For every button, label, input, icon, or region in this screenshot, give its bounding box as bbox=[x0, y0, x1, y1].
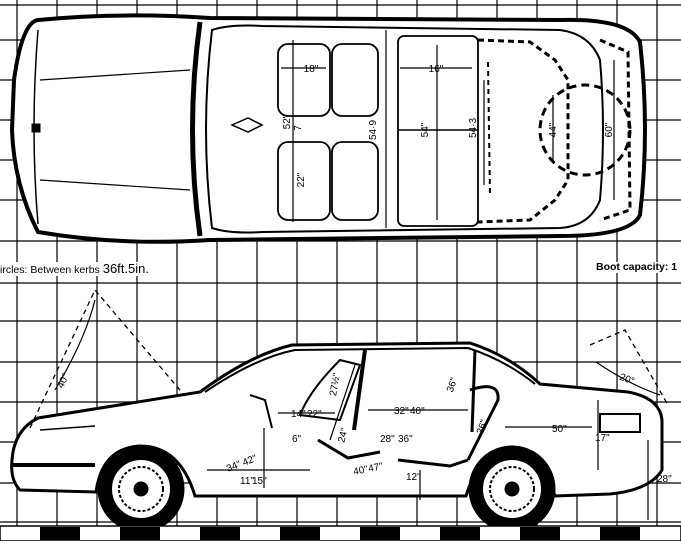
dim-rear-seat-height: 12" bbox=[406, 472, 421, 483]
dim-boot-sill: 17" bbox=[595, 433, 610, 444]
dim-front-back: 24" bbox=[336, 426, 351, 443]
dim-rear-knee-b: 36" bbox=[398, 434, 413, 445]
dim-seat-height-a: 11" bbox=[240, 476, 254, 487]
dim-front-leg-a: 14" bbox=[291, 409, 306, 420]
dim-cabin-width-front: 54·9 bbox=[368, 120, 379, 140]
top-view-car bbox=[9, 13, 647, 244]
dim-rear-leg-b: 40" bbox=[410, 406, 425, 417]
dim-rear-knee-a: 28" bbox=[380, 434, 395, 445]
turning-circle-value: 36ft.5in. bbox=[102, 261, 149, 276]
turning-circle-label: ircles: Between kerbs 36ft.5in. bbox=[0, 262, 149, 276]
dim-pedal-b: 42" bbox=[241, 453, 259, 469]
dim-boot-angle: 20° bbox=[618, 372, 636, 388]
side-view-car bbox=[10, 288, 669, 533]
dim-front-shoulder: 18" bbox=[304, 64, 319, 75]
turning-circle-caption: ircles: Between kerbs bbox=[0, 264, 100, 276]
dim-rear-width: 54·3 bbox=[468, 118, 479, 138]
dim-seat-height-b: 15" bbox=[252, 476, 267, 487]
front-wheel bbox=[97, 445, 185, 533]
dim-front-seat-width: 22" bbox=[296, 172, 307, 187]
dim-front-width-a: 52" bbox=[282, 114, 293, 129]
dim-boot-width: 44" bbox=[548, 122, 559, 137]
dim-front-seat-travel-b: 47" bbox=[367, 461, 384, 475]
boot-capacity-label: Boot capacity: 1 bbox=[596, 261, 678, 273]
dim-cabin-width-rear: 54" bbox=[420, 122, 431, 137]
dim-windscreen: 27½" bbox=[328, 372, 343, 397]
dim-rear-back: 36" bbox=[475, 418, 491, 436]
dim-boot-depth: 60" bbox=[604, 122, 615, 137]
dim-front-knee: 6" bbox=[292, 434, 302, 445]
dim-rear-leg-a: 32" bbox=[394, 406, 409, 417]
dim-front-width-b: 7 bbox=[293, 125, 304, 131]
rear-wheel bbox=[468, 445, 556, 533]
dim-rear-overhang: 28" bbox=[657, 474, 672, 485]
dim-rear-shoulder: 16" bbox=[429, 64, 444, 75]
scale-bar bbox=[0, 525, 681, 542]
dim-pedal-a: 34" bbox=[225, 459, 243, 475]
dim-boot-length: 50" bbox=[552, 424, 567, 435]
dim-bonnet-angle: 40° bbox=[56, 372, 72, 390]
dim-rear-head: 36" bbox=[445, 376, 461, 394]
dim-front-leg-b: 22" bbox=[307, 409, 322, 420]
dim-front-seat-travel-a: 40" bbox=[352, 464, 369, 478]
